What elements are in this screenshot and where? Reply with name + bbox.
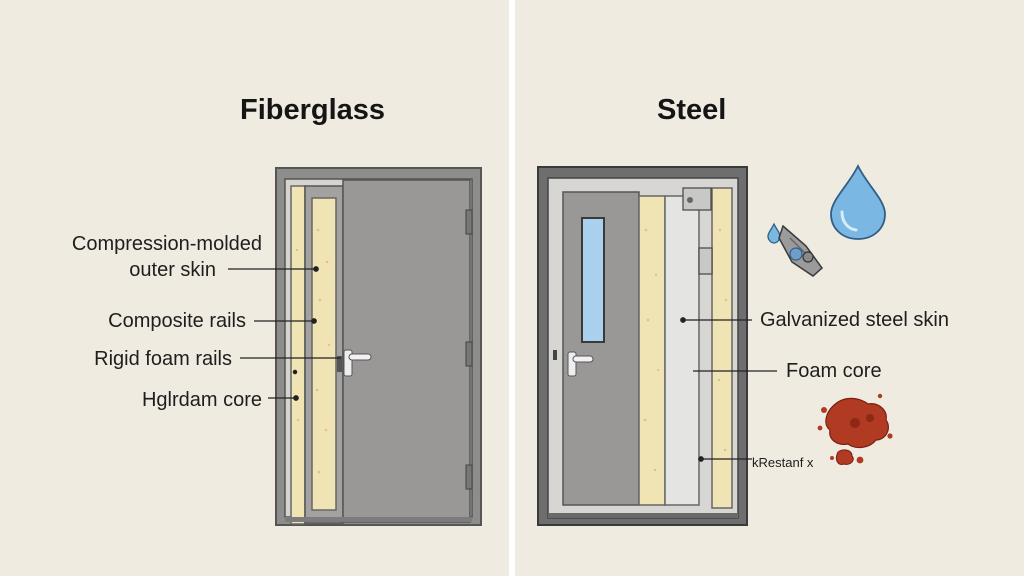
fiberglass-edge-strip [290, 185, 306, 525]
fiberglass-hinge-top [465, 209, 473, 235]
label-composite-rails: Composite rails [108, 310, 246, 332]
fiberglass-door-slab [342, 179, 471, 523]
label-galvanized-steel-skin: Galvanized steel skin [760, 309, 949, 331]
label-foam-core-fiberglass: Hglrdam core [141, 389, 262, 411]
steel-title: Steel [657, 94, 727, 126]
steel-edge-foam-strip [711, 187, 733, 509]
fiberglass-hinge-middle [465, 341, 473, 367]
rust-splatter-icon [817, 393, 893, 465]
steel-door [537, 166, 748, 526]
steel-bottom-sill [548, 513, 738, 518]
steel-door-handle [553, 350, 594, 377]
water-drop-icon [767, 163, 886, 244]
scraper-icon [778, 224, 824, 277]
fiberglass-leader-lines [228, 266, 341, 401]
steel-vision-window [581, 217, 605, 343]
steel-lock-bracket [698, 247, 713, 275]
fiberglass-door [275, 167, 482, 526]
fiberglass-foam-speckles [295, 228, 331, 474]
label-foam-core-steel: Foam core [786, 360, 882, 382]
fiberglass-hinge-bottom [465, 464, 473, 490]
label-outer-skin-line2: outer skin [129, 259, 216, 281]
fiberglass-bottom-sill [285, 517, 472, 522]
label-rigid-foam-rails: Rigid foam rails [94, 348, 232, 370]
fiberglass-foam-rail [311, 197, 337, 511]
panel-divider [509, 0, 515, 576]
steel-door-closer [682, 187, 712, 211]
label-rust: kRestanf x [752, 455, 814, 470]
steel-foam-core-layer [638, 195, 666, 506]
steel-foam-speckles [643, 228, 728, 472]
label-outer-skin-line1: Compression-molded [71, 233, 262, 255]
fiberglass-door-handle [337, 349, 372, 377]
steel-skin-layer [664, 195, 700, 506]
fiberglass-title: Fiberglass [240, 94, 386, 126]
steel-leader-lines [680, 317, 777, 462]
